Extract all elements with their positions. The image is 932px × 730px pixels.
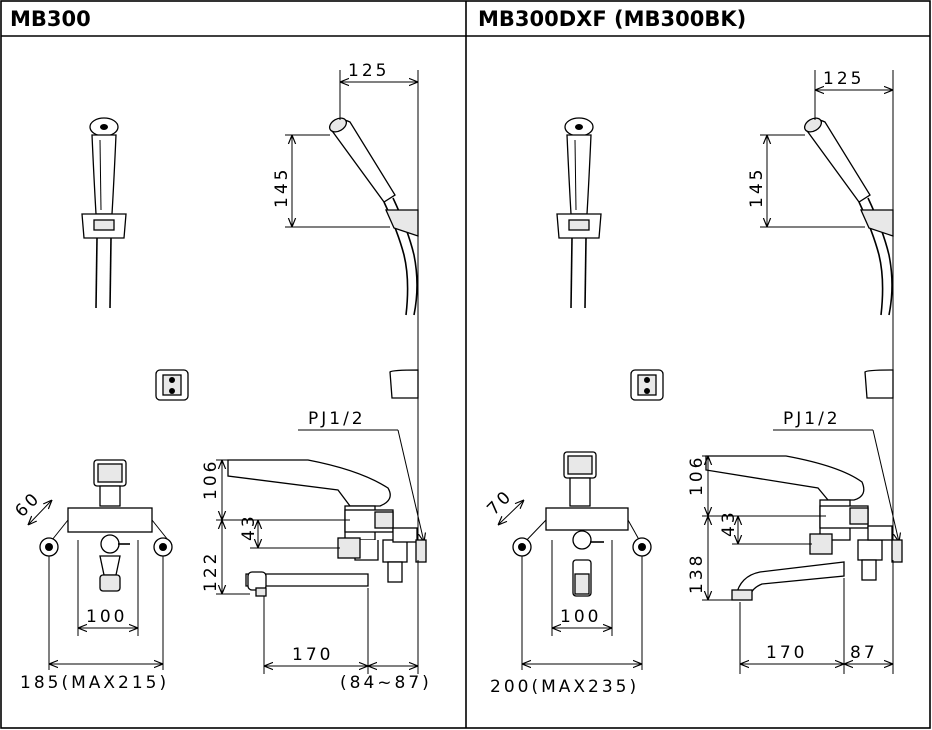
dim-top-width: 125	[348, 61, 389, 81]
dim-h3: 122	[201, 551, 221, 592]
dim-spout-2: 170	[766, 643, 807, 663]
hand-shower-front-icon-2	[556, 117, 602, 309]
dim-angle-2: 70	[483, 486, 517, 520]
hand-shower-side-icon	[326, 114, 419, 399]
dim-overall: 185(MAX215)	[20, 673, 169, 693]
hand-shower-front-icon	[81, 117, 127, 309]
dim-pipe-2: PJ1/2	[783, 409, 841, 429]
dim-angle: 60	[11, 488, 45, 522]
panel-right: 125 145 PJ1/2 70 100 200	[483, 69, 903, 697]
dim-overall-2: 200(MAX235)	[490, 677, 639, 697]
panel-left: 125 145 PJ1/2 60 100 185	[11, 61, 432, 693]
dim-h1: 106	[201, 459, 221, 500]
dim-spout: 170	[292, 645, 333, 665]
wall-bracket-icon-2	[630, 369, 664, 401]
dim-offset-2: 87	[850, 643, 878, 663]
dim-center: 100	[86, 607, 127, 627]
panel-title-mb300dxf: MB300DXF (MB300BK)	[478, 7, 746, 31]
panel-title-mb300: MB300	[10, 7, 91, 31]
dim-center-2: 100	[560, 607, 601, 627]
hand-shower-side-icon-2	[801, 114, 894, 399]
dim-offset: (84~87)	[340, 673, 432, 693]
dim-h2-2: 43	[719, 509, 739, 537]
dim-hand-height: 145	[272, 167, 292, 208]
dim-h2: 43	[239, 513, 259, 541]
dim-pipe: PJ1/2	[308, 409, 366, 429]
dim-hand-height-2: 145	[747, 167, 767, 208]
wall-bracket-icon	[155, 369, 189, 401]
dim-h3-2: 138	[687, 553, 707, 594]
dim-top-width-2: 125	[823, 69, 864, 89]
dim-h1-2: 106	[687, 455, 707, 496]
